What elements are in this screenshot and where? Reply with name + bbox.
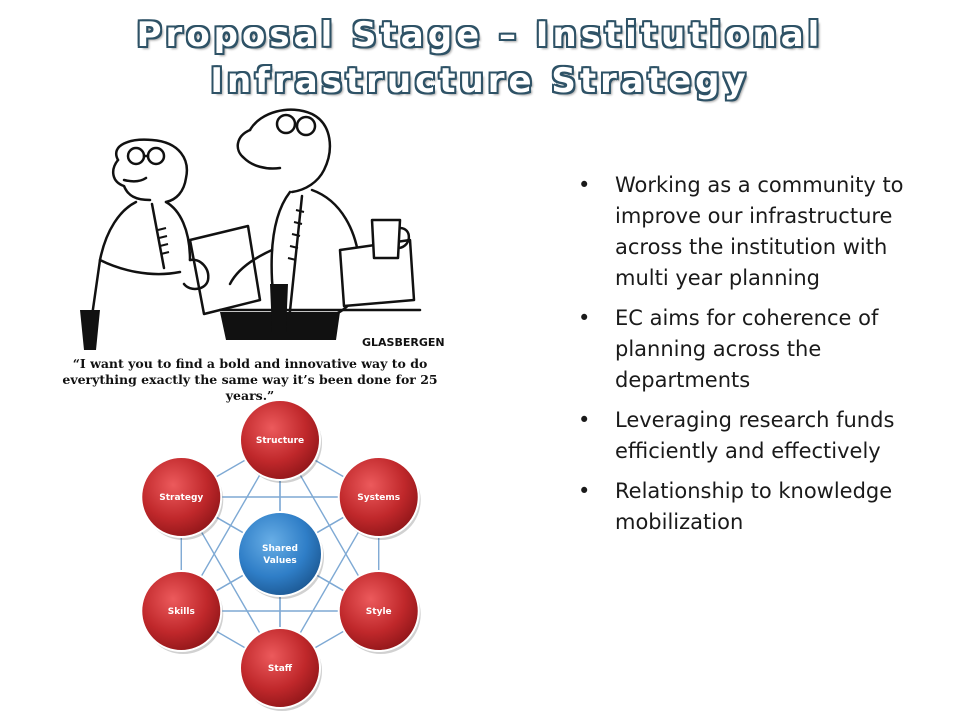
- bullet-item: Relationship to knowledge mobilization: [572, 476, 942, 538]
- caption-line-1: “I want you to find a bold and innovativ…: [72, 356, 428, 371]
- node-strategy: Strategy: [140, 456, 224, 540]
- node-label: Values: [263, 556, 297, 566]
- node-skills: Skills: [140, 570, 224, 654]
- node-label: Strategy: [159, 493, 203, 503]
- node-staff: Staff: [239, 627, 322, 711]
- bullet-item: EC aims for coherence of planning across…: [572, 303, 942, 396]
- node-style: Style: [337, 570, 421, 654]
- node-label: Shared: [262, 544, 298, 554]
- bullet-item: Working as a community to improve our in…: [572, 170, 942, 294]
- bullet-list: Working as a community to improve our in…: [572, 170, 942, 547]
- cartoon-signature: GLASBERGEN: [362, 336, 445, 349]
- cartoon-illustration: GLASBERGEN: [40, 100, 460, 400]
- node-label: Style: [366, 607, 392, 617]
- title-line-1: Proposal Stage – Institutional: [136, 15, 824, 55]
- title-line-2: Infrastructure Strategy: [210, 61, 750, 101]
- node-structure: Structure: [239, 399, 322, 483]
- bullet-item: Leveraging research funds efficiently an…: [572, 405, 942, 467]
- node-label: Systems: [357, 493, 400, 503]
- node-label: Staff: [268, 664, 293, 674]
- cartoon-caption: “I want you to find a bold and innovativ…: [40, 356, 460, 404]
- slide-title: Proposal Stage – Institutional Infrastru…: [0, 12, 960, 104]
- node-label: Skills: [168, 607, 195, 617]
- node-label: Structure: [256, 436, 304, 446]
- cartoon-drawing: GLASBERGEN: [80, 108, 445, 350]
- caption-line-2: everything exactly the same way it’s bee…: [62, 372, 438, 403]
- node-systems: Systems: [337, 456, 421, 540]
